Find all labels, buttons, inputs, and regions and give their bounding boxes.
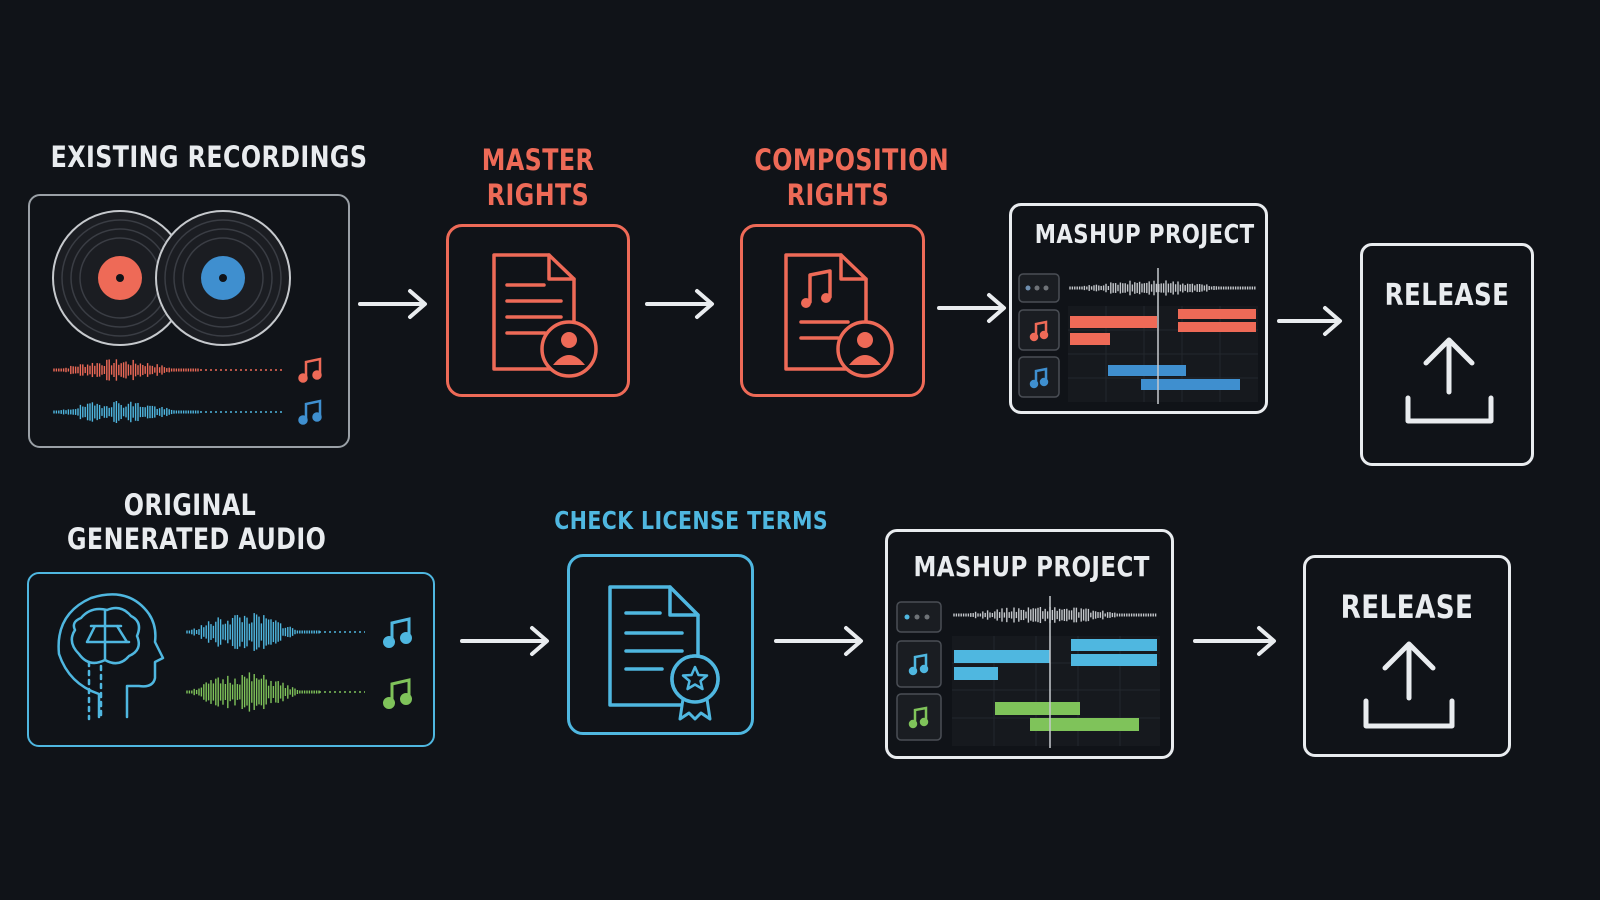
music-note-icon: [298, 357, 322, 383]
music-note-icon: [383, 678, 412, 709]
mashup-project-title: MASHUP PROJECT: [1034, 220, 1255, 250]
upload-icon: [1405, 337, 1494, 424]
original-audio-label-line2: GENERATED AUDIO: [67, 522, 327, 556]
music-note-icon: [298, 399, 322, 425]
waveform-icon: [1069, 280, 1256, 296]
existing-recordings-label: EXISTING RECORDINGS: [50, 140, 368, 174]
existing-recordings-box: [28, 194, 350, 448]
waveform-icon: [953, 606, 1157, 624]
music-note-icon: [908, 706, 929, 729]
upload-icon: [1363, 641, 1455, 729]
timeline-editor-illustration: [896, 596, 1160, 748]
vinyl-record-icon: [155, 210, 291, 346]
waveform-icon: [53, 400, 285, 424]
release-label: RELEASE: [1384, 278, 1510, 313]
arrow-right-icon: [774, 626, 863, 656]
arrow-right-icon: [645, 289, 714, 319]
ai-head-icon: [57, 593, 165, 721]
certificate-document-icon: [608, 585, 720, 721]
original-audio-box: [27, 572, 435, 747]
document-person-icon: [492, 253, 598, 378]
arrow-right-icon: [1193, 626, 1276, 656]
waveform-icon: [186, 613, 365, 651]
music-note-icon: [383, 617, 412, 648]
waveform-icon: [186, 672, 365, 712]
original-audio-label-line1: ORIGINAL: [123, 488, 257, 522]
composition-rights-box: [740, 224, 925, 397]
arrow-right-icon: [1277, 306, 1342, 336]
composition-rights-label-line1: COMPOSITION: [754, 143, 950, 177]
mashup-project-box-bottom: MASHUP PROJECT: [885, 529, 1174, 759]
master-rights-label-line2: RIGHTS: [486, 178, 590, 212]
mashup-project-title: MASHUP PROJECT: [913, 550, 1150, 583]
music-note-icon: [1029, 320, 1049, 342]
master-rights-label-line1: MASTER: [481, 143, 595, 177]
arrow-right-icon: [937, 293, 1006, 323]
mashup-project-box-top: MASHUP PROJECT: [1009, 203, 1268, 414]
arrow-right-icon: [358, 289, 427, 319]
music-note-icon: [908, 653, 929, 676]
waveform-icon: [53, 359, 285, 381]
document-music-person-icon: [784, 253, 894, 378]
check-license-label: CHECK LICENSE TERMS: [554, 506, 829, 535]
check-license-box: [567, 554, 754, 735]
release-box-top: RELEASE: [1360, 243, 1534, 466]
master-rights-box: [446, 224, 630, 397]
vinyl-records-illustration: [52, 210, 322, 425]
arrow-right-icon: [460, 626, 549, 656]
timeline-editor-illustration: [1018, 268, 1258, 404]
release-label: RELEASE: [1340, 588, 1474, 626]
music-note-icon: [1029, 367, 1049, 389]
composition-rights-label-line2: RIGHTS: [786, 178, 890, 212]
release-box-bottom: RELEASE: [1303, 555, 1511, 757]
